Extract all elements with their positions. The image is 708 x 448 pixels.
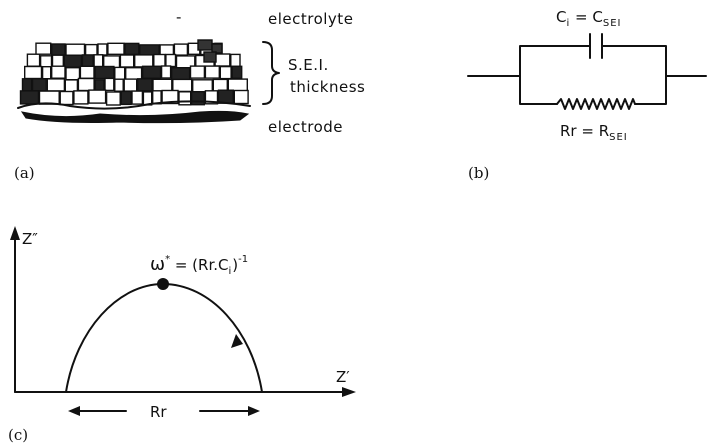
rr-arrow-right [248,406,260,416]
panel-b: Ci = CSEI Rr = RSEI (b) [467,8,707,182]
sei-block [123,78,138,92]
sei-block [31,78,47,92]
sei-block [165,53,177,68]
sei-block [190,90,206,106]
panel-a: - electrolyte S.E.I. thickness electrode… [14,8,365,182]
sei-block [97,43,108,56]
sei-block [119,54,135,68]
electrode-base [20,110,250,124]
x-axis-arrowhead [342,387,356,397]
arc-direction-arrow [231,334,243,348]
sei-block [38,90,60,105]
sei-block [21,78,33,92]
sei-block [219,65,232,80]
sei-block [204,90,219,105]
sei-block [227,78,249,92]
sei-block [63,54,83,68]
label-electrode: electrode [268,118,343,136]
caption-a: (a) [14,164,35,182]
sei-block [51,54,65,68]
arc-max-point [157,278,169,290]
caption-c: (c) [8,426,28,444]
sei-block [203,51,217,63]
label-sei: S.E.I. [288,56,329,74]
sei-block [172,78,193,93]
sei-block [217,89,235,104]
sei-block [178,91,192,106]
sei-block [88,89,107,104]
sei-block [77,77,95,92]
sei-block [131,90,144,105]
sei-block [81,54,94,68]
label-electrolyte: electrolyte [268,10,353,28]
sei-block [230,53,241,68]
sei-block [105,91,121,106]
x-axis-label: Z′ [336,368,350,386]
sei-block [231,65,243,80]
sei-block [133,54,154,68]
sei-block [189,65,206,79]
y-axis-label: Z″ [22,230,38,248]
thickness-bracket [262,41,280,105]
rr-arrow-left [68,406,80,416]
sei-block [211,43,223,54]
impedance-arc [65,283,263,393]
sei-block [84,43,98,57]
sei-block [173,43,189,56]
sei-block [64,79,79,93]
rr-label: Rr [150,403,167,421]
electrode-dash: - [176,8,182,26]
sei-block [136,78,153,92]
label-thickness: thickness [290,78,365,96]
sei-block [46,78,66,92]
sei-block [204,65,220,79]
sei-block [214,53,231,67]
sei-block [124,66,143,81]
sei-block [161,89,179,105]
sei-block [65,66,81,81]
panel-c: Rr Z″ Z′ ω* = (Rr.Ci)-1 (c) [8,226,356,444]
sei-block [19,90,40,105]
sei-layer [19,39,249,106]
sei-block [104,77,115,92]
sei-block [141,65,162,80]
resistor-zigzag [556,98,636,110]
sei-block [59,90,74,106]
sei-block [26,53,41,67]
capacitor-label: Ci = CSEI [556,8,621,29]
sei-block [191,79,213,93]
sei-block [24,65,43,80]
sei-block [120,90,132,106]
sei-block [65,43,86,56]
sei-block [114,78,124,92]
sei-block [79,65,95,80]
sei-block [94,65,115,80]
electrode-surface [17,100,251,110]
sei-block [197,39,213,51]
sei-block [93,54,104,68]
sei-block [114,66,126,81]
sei-block [41,65,52,80]
sei-block [51,65,66,79]
sei-block [153,53,166,68]
y-axis-arrowhead [10,226,20,240]
sei-block [151,90,162,105]
caption-b: (b) [468,164,489,182]
omega-label: ω* = (Rr.Ci)-1 [150,254,248,277]
sei-block [233,89,249,105]
sei-block [152,78,173,93]
sei-block [160,65,172,79]
circuit-loop [519,45,667,105]
sei-block [35,42,52,55]
sei-block [73,90,89,105]
resistor-label: Rr = RSEI [560,122,628,143]
sei-block [51,43,66,56]
sei-block [170,66,191,81]
sei-block [107,42,125,55]
sei-block [124,42,140,56]
